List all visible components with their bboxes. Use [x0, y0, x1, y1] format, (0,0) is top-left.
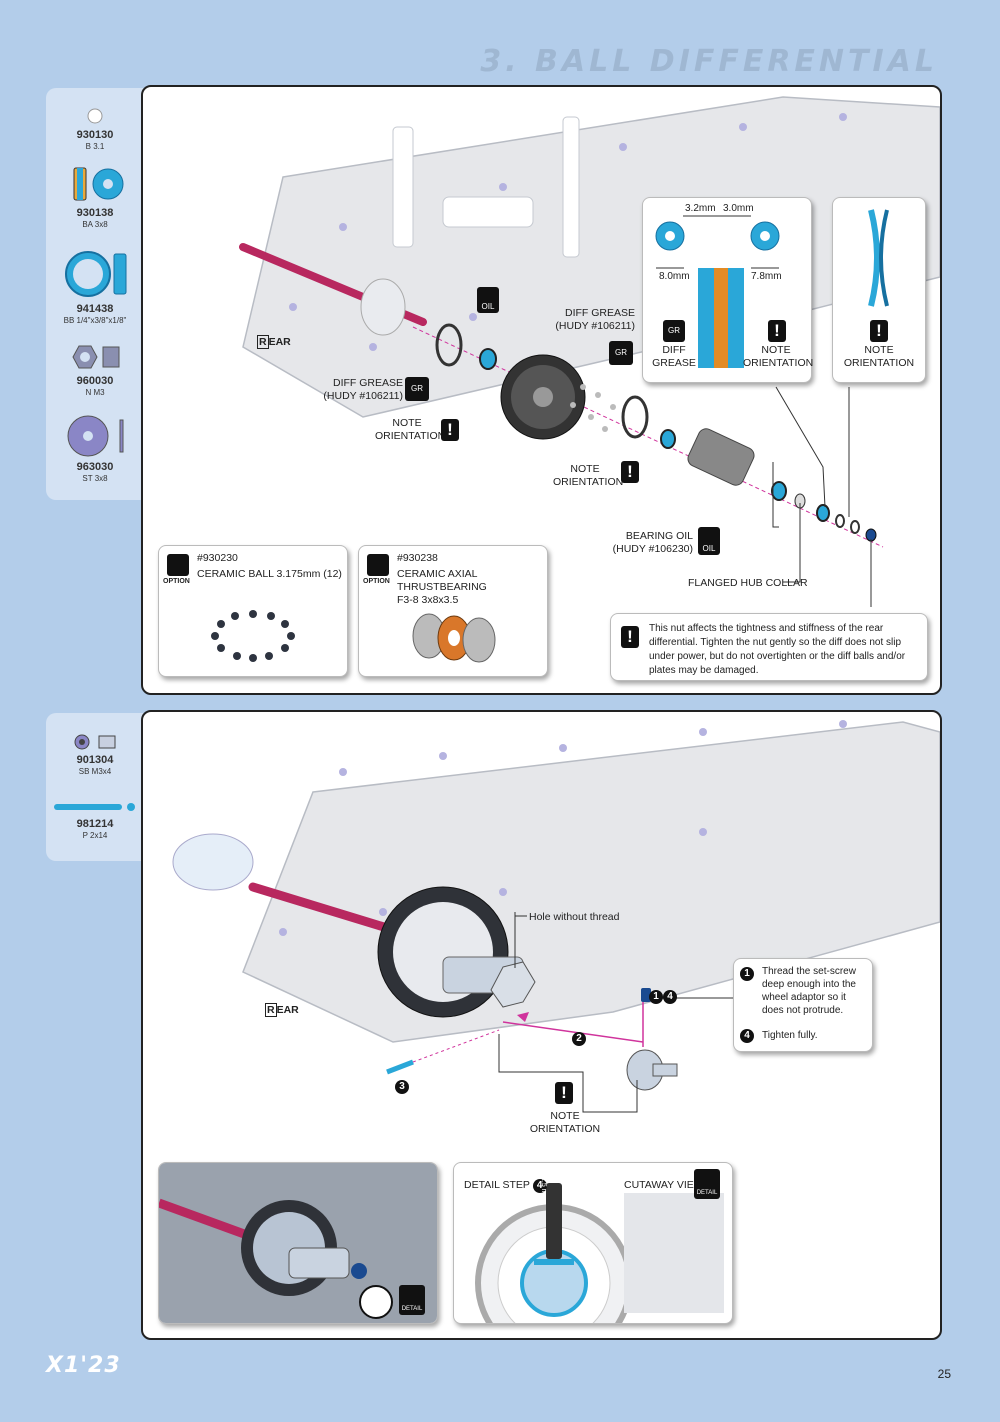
part-930138: 930138 BA 3x8 [46, 164, 144, 229]
ball-bearing-icon [65, 251, 127, 297]
parts-sidebar-1: 930130 B 3.1 930138 BA 3x8 941438 BB 1/4… [46, 88, 144, 500]
part-981214: 981214 P 2x14 [46, 799, 144, 840]
set-screw-instructions: 1 Thread the set-screw deep enough into … [733, 958, 873, 1052]
thumbs-up-icon-2 [367, 554, 389, 576]
detail-step-label: DETAIL STEP 4 [464, 1179, 547, 1193]
chassis-diagram-1 [239, 96, 940, 607]
ceramic-balls-icon [211, 610, 295, 662]
step4-text: Tighten fully. [762, 1030, 818, 1041]
nut-warning-note: ! This nut affects the tightness and sti… [610, 613, 928, 681]
part-930130: 930130 B 3.1 [46, 106, 144, 151]
grease-icon-inset: GR [663, 320, 685, 342]
warning-icon-nut: ! [621, 626, 639, 648]
assembled-view-illustration [159, 1163, 437, 1323]
washer-orientation-callout: ! NOTE ORIENTATION [832, 197, 926, 383]
dim-8-0: 8.0mm [659, 271, 690, 282]
part-901304: 901304 SB M3x4 [46, 733, 144, 776]
ball-icon [87, 108, 103, 124]
nut-note-text: This nut affects the tightness and stiff… [649, 623, 906, 676]
warning-icon-inset2: ! [870, 320, 888, 342]
oil-icon-top: OIL [477, 287, 499, 313]
detail-icon: DETAIL [399, 1285, 425, 1315]
tool-size-label: 1.5 mm [540, 1177, 547, 1201]
diff-grease-inset-label: DIFF GREASE [652, 344, 696, 369]
step-badge-4: 4 [740, 1029, 754, 1043]
option2-code: #930238 [397, 552, 438, 564]
dim-3-2: 3.2mm [685, 203, 716, 214]
parts-sidebar-2: 901304 SB M3x4 981214 P 2x14 [46, 713, 144, 861]
step-badge-2: 2 [572, 1032, 586, 1046]
detail-icon-2: DETAIL [694, 1169, 720, 1199]
part-963030: 963030 ST 3x8 [46, 414, 144, 483]
cutaway-view-label: CUTAWAY VIEW [624, 1179, 704, 1191]
warning-icon-2: ! [621, 461, 639, 483]
note-orientation-inset1: NOTE ORIENTATION [743, 344, 814, 369]
dim-3-0: 3.0mm [723, 203, 754, 214]
step-badge-1a: 1 [649, 990, 663, 1004]
set-screw-icon [74, 734, 116, 750]
diff-grease-label-left: DIFF GREASE (HUDY #106211) [323, 377, 403, 402]
hole-without-thread-label: Hole without thread [529, 911, 620, 923]
axial-bearing-icon [73, 167, 124, 201]
option-thrustbearing: OPTION #930238 CERAMIC AXIAL THRUSTBEARI… [358, 545, 548, 677]
warning-icon-p2: ! [555, 1082, 573, 1104]
detail-step-inset: DETAIL STEP 4 CUTAWAY VIEW DETAIL 1.5 mm [453, 1162, 733, 1324]
option2-text: CERAMIC AXIAL THRUSTBEARING F3-8 3x8x3.5 [397, 568, 487, 606]
thumbs-up-icon [167, 554, 189, 576]
section-title: 3. BALL DIFFERENTIAL [480, 44, 938, 79]
grease-icon-top: GR [609, 341, 633, 365]
page-number: 25 [937, 1367, 951, 1381]
pin-icon [54, 803, 135, 811]
shim-inset-callout: 3.2mm 3.0mm 8.0mm 7.8mm GR DIFF GREASE !… [642, 197, 814, 383]
diff-grease-label-top: DIFF GREASE (HUDY #106211) [555, 307, 635, 332]
part-941438: 941438 BB 1/4"x3/8"x1/8" [46, 248, 144, 325]
washer-icon [67, 415, 124, 457]
option-badge-2: OPTION [363, 578, 390, 585]
note-orientation-p2: NOTE ORIENTATION [529, 1110, 601, 1135]
part-960030: 960030 N M3 [46, 342, 144, 397]
note-orientation-label-1: NOTE ORIENTATION [375, 417, 446, 442]
gear-check-icon [359, 1285, 393, 1319]
option-ceramic-ball: OPTION #930230 CERAMIC BALL 3.175mm (12) [158, 545, 348, 677]
thrustbearing-icon [412, 613, 496, 663]
option1-text: CERAMIC BALL 3.175mm (12) [197, 568, 342, 580]
assembled-view-inset: DETAIL [158, 1162, 438, 1324]
conical-washer-icon [868, 209, 889, 307]
step-badge-4a: 4 [663, 990, 677, 1004]
dim-7-8: 7.8mm [751, 271, 782, 282]
option-badge-1: OPTION [163, 578, 190, 585]
grease-icon-left: GR [405, 377, 429, 401]
step1-text: Thread the set-screw deep enough into th… [762, 966, 856, 1016]
cutaway-illustration [475, 1183, 724, 1323]
warning-icon-inset1: ! [768, 320, 786, 342]
step-badge-3: 3 [395, 1080, 409, 1094]
note-orientation-label-2: NOTE ORIENTATION [553, 463, 624, 488]
oil-icon-bottom: OIL [698, 527, 720, 555]
warning-icon-1: ! [441, 419, 459, 441]
step-badge-1: 1 [740, 967, 754, 981]
note-orientation-inset2: NOTE ORIENTATION [843, 344, 915, 369]
option1-code: #930230 [197, 552, 238, 564]
product-logo: X1'23 [46, 1353, 121, 1378]
bearing-oil-label: BEARING OIL (HUDY #106230) [612, 530, 693, 555]
flanged-hub-collar-label: FLANGED HUB COLLAR [688, 577, 808, 589]
nut-icon [72, 345, 120, 369]
